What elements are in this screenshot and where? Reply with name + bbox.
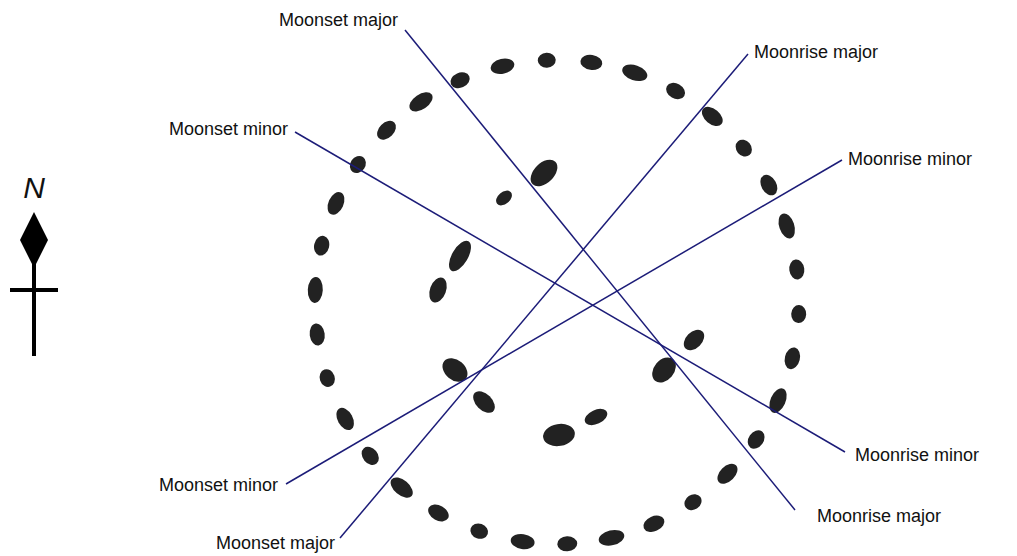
alignment-label: Moonset minor [169,120,288,138]
alignment-label: Moonrise major [817,507,941,525]
standing-stones [307,52,806,551]
north-label: N [23,173,45,203]
alignment-label: Moonset major [279,11,398,29]
alignment-lines [286,30,845,538]
north-arrow [10,212,58,356]
alignment-label: Moonset minor [159,476,278,494]
alignment-label: Moonrise minor [848,150,972,168]
alignment-label: Moonrise minor [855,446,979,464]
alignment-label: Moonset major [216,534,335,552]
alignment-label: Moonrise major [754,43,878,61]
